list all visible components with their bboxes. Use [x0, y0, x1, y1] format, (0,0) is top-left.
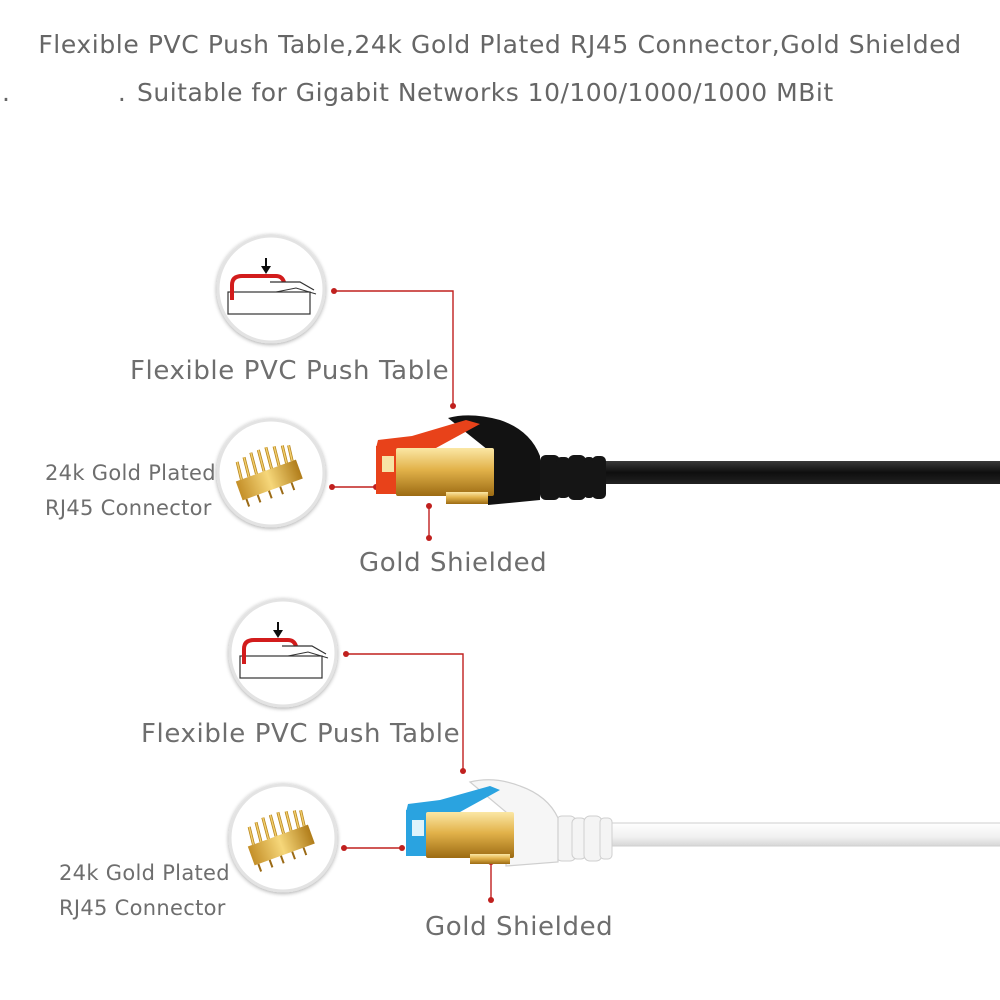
callout-lines: [332, 290, 454, 538]
section-white-cable: [228, 598, 1000, 903]
connector-label-line1: 24k Gold Plated: [45, 461, 216, 485]
boot-ribs: [555, 815, 613, 862]
push-table-circle: [216, 234, 326, 344]
callout-dots: [329, 288, 456, 541]
connector-label-line2: RJ45 Connector: [45, 496, 212, 520]
connector-label-line1: 24k Gold Plated: [59, 861, 230, 885]
release-tab-blue: [406, 786, 500, 812]
gold-shielded-label: Gold Shielded: [425, 912, 614, 942]
section-black-cable: [216, 234, 1000, 541]
black-cable: [590, 461, 1000, 484]
gold-shielded-label: Gold Shielded: [359, 548, 548, 578]
subheadline-dots: . .: [2, 78, 176, 107]
white-cable: [599, 822, 1000, 847]
push-table-circle: [228, 598, 338, 708]
page-headline: Flexible PVC Push Table,24k Gold Plated …: [38, 30, 962, 59]
boot-ribs: [540, 455, 606, 500]
callout-dots: [341, 651, 494, 903]
gold-pins-circle: [216, 418, 326, 528]
subheadline-text: Suitable for Gigabit Networks 10/100/100…: [137, 78, 834, 107]
gold-shield: [396, 448, 494, 496]
callout-lines: [344, 653, 492, 900]
release-tab-red: [376, 420, 480, 448]
gold-shield: [426, 812, 514, 858]
push-table-label: Flexible PVC Push Table: [130, 356, 450, 386]
connector-label-line2: RJ45 Connector: [59, 896, 226, 920]
gold-pins-circle: [228, 783, 338, 893]
push-table-label: Flexible PVC Push Table: [141, 719, 461, 749]
